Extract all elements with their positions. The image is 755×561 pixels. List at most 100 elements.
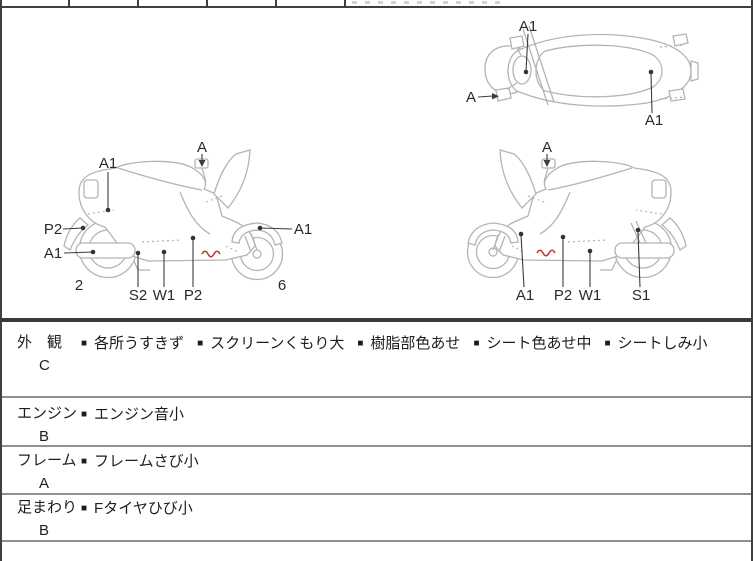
column-divider [275, 0, 277, 6]
scooter-body [78, 160, 256, 262]
inspection-row-frame: フレーム A ■フレームさび小 [2, 452, 751, 492]
muffler [75, 242, 136, 259]
category-label: フレーム [17, 452, 77, 469]
defect-item: ■エンジン音小 [81, 406, 185, 423]
inspection-row-engine: エンジン B ■エンジン音小 [2, 405, 751, 445]
center-stand [133, 260, 150, 271]
bullet-square-icon: ■ [357, 338, 364, 349]
mirror-left [495, 87, 512, 102]
top-view-diagram: A1 A A1 [466, 18, 699, 129]
defect-item: ■シート色あせ中 [473, 335, 592, 352]
label-s1: S1 [632, 287, 650, 304]
scooter-top-art [484, 25, 699, 107]
windshield [213, 149, 251, 209]
inspection-row-exterior: 外 観 C ■各所うすきず ■スクリーンくもり大 ■樹脂部色あせ ■シート色あせ… [2, 334, 751, 374]
bullet-square-icon: ■ [197, 338, 204, 349]
defect-item: ■樹脂部色あせ [357, 335, 461, 352]
swingarm-cover [614, 242, 675, 259]
column-divider [68, 0, 70, 6]
label-a1-muffler: A1 [44, 245, 62, 262]
column-divider [344, 0, 346, 6]
right-view-leaders: A A1 P2 W1 S1 [516, 139, 650, 304]
bullet-square-icon: ■ [604, 338, 611, 349]
left-view-leaders: A1 A P2 A1 A1 S2 W1 P2 2 6 [44, 139, 312, 304]
front-fender [467, 222, 519, 246]
cutoff-text-remnant [352, 1, 502, 4]
seat [535, 44, 663, 98]
category-cell: フレーム A [2, 452, 81, 492]
bullet-square-icon: ■ [473, 338, 480, 349]
defect-item: ■フレームさび小 [81, 453, 199, 470]
rear-flap-right [672, 33, 689, 47]
column-divider [206, 0, 208, 6]
label-a-mirror: A [542, 139, 552, 156]
rear-tail [690, 60, 699, 82]
defect-item: ■各所うすきず [81, 335, 185, 352]
label-w1: W1 [579, 287, 602, 304]
sheet-right-border [751, 0, 753, 561]
front-fork [492, 233, 506, 253]
defect-item: ■スクリーンくもり大 [197, 335, 345, 352]
steering-head [512, 55, 532, 85]
label-p2: P2 [554, 287, 572, 304]
windshield [499, 149, 537, 209]
damage-mark [536, 249, 556, 257]
label-a1-rear: A1 [645, 112, 663, 129]
rear-shock [630, 220, 647, 246]
grade-value: A [39, 475, 50, 492]
bullet-square-icon: ■ [81, 409, 88, 420]
tail-light [651, 179, 667, 199]
defect-item: ■シートしみ小 [604, 335, 708, 352]
row-divider [0, 396, 753, 398]
label-s2: S2 [129, 287, 147, 304]
front-fork [244, 233, 258, 253]
label-w1: W1 [153, 287, 176, 304]
grade-value: B [39, 428, 50, 445]
scooter-body [494, 160, 672, 262]
defect-items: ■フレームさび小 [81, 452, 212, 470]
label-num-2: 2 [75, 277, 83, 294]
bullet-square-icon: ■ [81, 503, 88, 514]
sheet-left-border [0, 0, 2, 561]
row-divider [0, 540, 753, 542]
label-p2-floor: P2 [184, 287, 202, 304]
top-table-cut-row [0, 0, 753, 8]
scooter-right-art [466, 149, 687, 279]
column-divider [137, 0, 139, 6]
left-side-view-diagram: A1 A P2 A1 A1 S2 W1 P2 2 6 [44, 139, 312, 304]
label-a1-top: A1 [99, 155, 117, 172]
bullet-square-icon: ■ [81, 456, 88, 467]
section-divider-thick [0, 318, 753, 322]
grade-value: C [39, 357, 50, 374]
defect-items: ■各所うすきず ■スクリーンくもり大 ■樹脂部色あせ ■シート色あせ中 ■シート… [81, 334, 721, 352]
grade-value: B [39, 522, 50, 539]
bullet-square-icon: ■ [81, 338, 88, 349]
label-a-mirror: A [197, 139, 207, 156]
rear-flap-left [668, 88, 686, 102]
label-p2-rear: P2 [44, 221, 62, 238]
top-view-leaders: A1 A A1 [466, 18, 663, 129]
category-label: 足まわり [17, 499, 78, 516]
scooter-left-art [63, 149, 284, 281]
rear-fender [660, 217, 687, 251]
category-cell: 足まわり B [2, 499, 81, 539]
damage-mark [201, 250, 221, 258]
label-a1-steering: A1 [519, 18, 537, 35]
category-label: エンジン [17, 405, 78, 422]
defect-items: ■エンジン音小 [81, 405, 197, 423]
label-a1-front: A1 [294, 221, 312, 238]
row-divider [0, 445, 753, 447]
label-num-6: 6 [278, 277, 286, 294]
defect-items: ■Fタイヤひび小 [81, 499, 206, 517]
row-divider [0, 493, 753, 495]
defect-item: ■Fタイヤひび小 [81, 500, 193, 517]
tail-light [83, 179, 99, 199]
category-cell: 外 観 C [2, 334, 81, 374]
center-stand [600, 260, 617, 271]
right-side-view-diagram: A A1 P2 W1 S1 [466, 139, 687, 304]
label-a-mirror: A [466, 89, 476, 106]
category-cell: エンジン B [2, 405, 81, 445]
mirror-right [509, 35, 525, 50]
inspection-row-undercarriage: 足まわり B ■Fタイヤひび小 [2, 499, 751, 539]
